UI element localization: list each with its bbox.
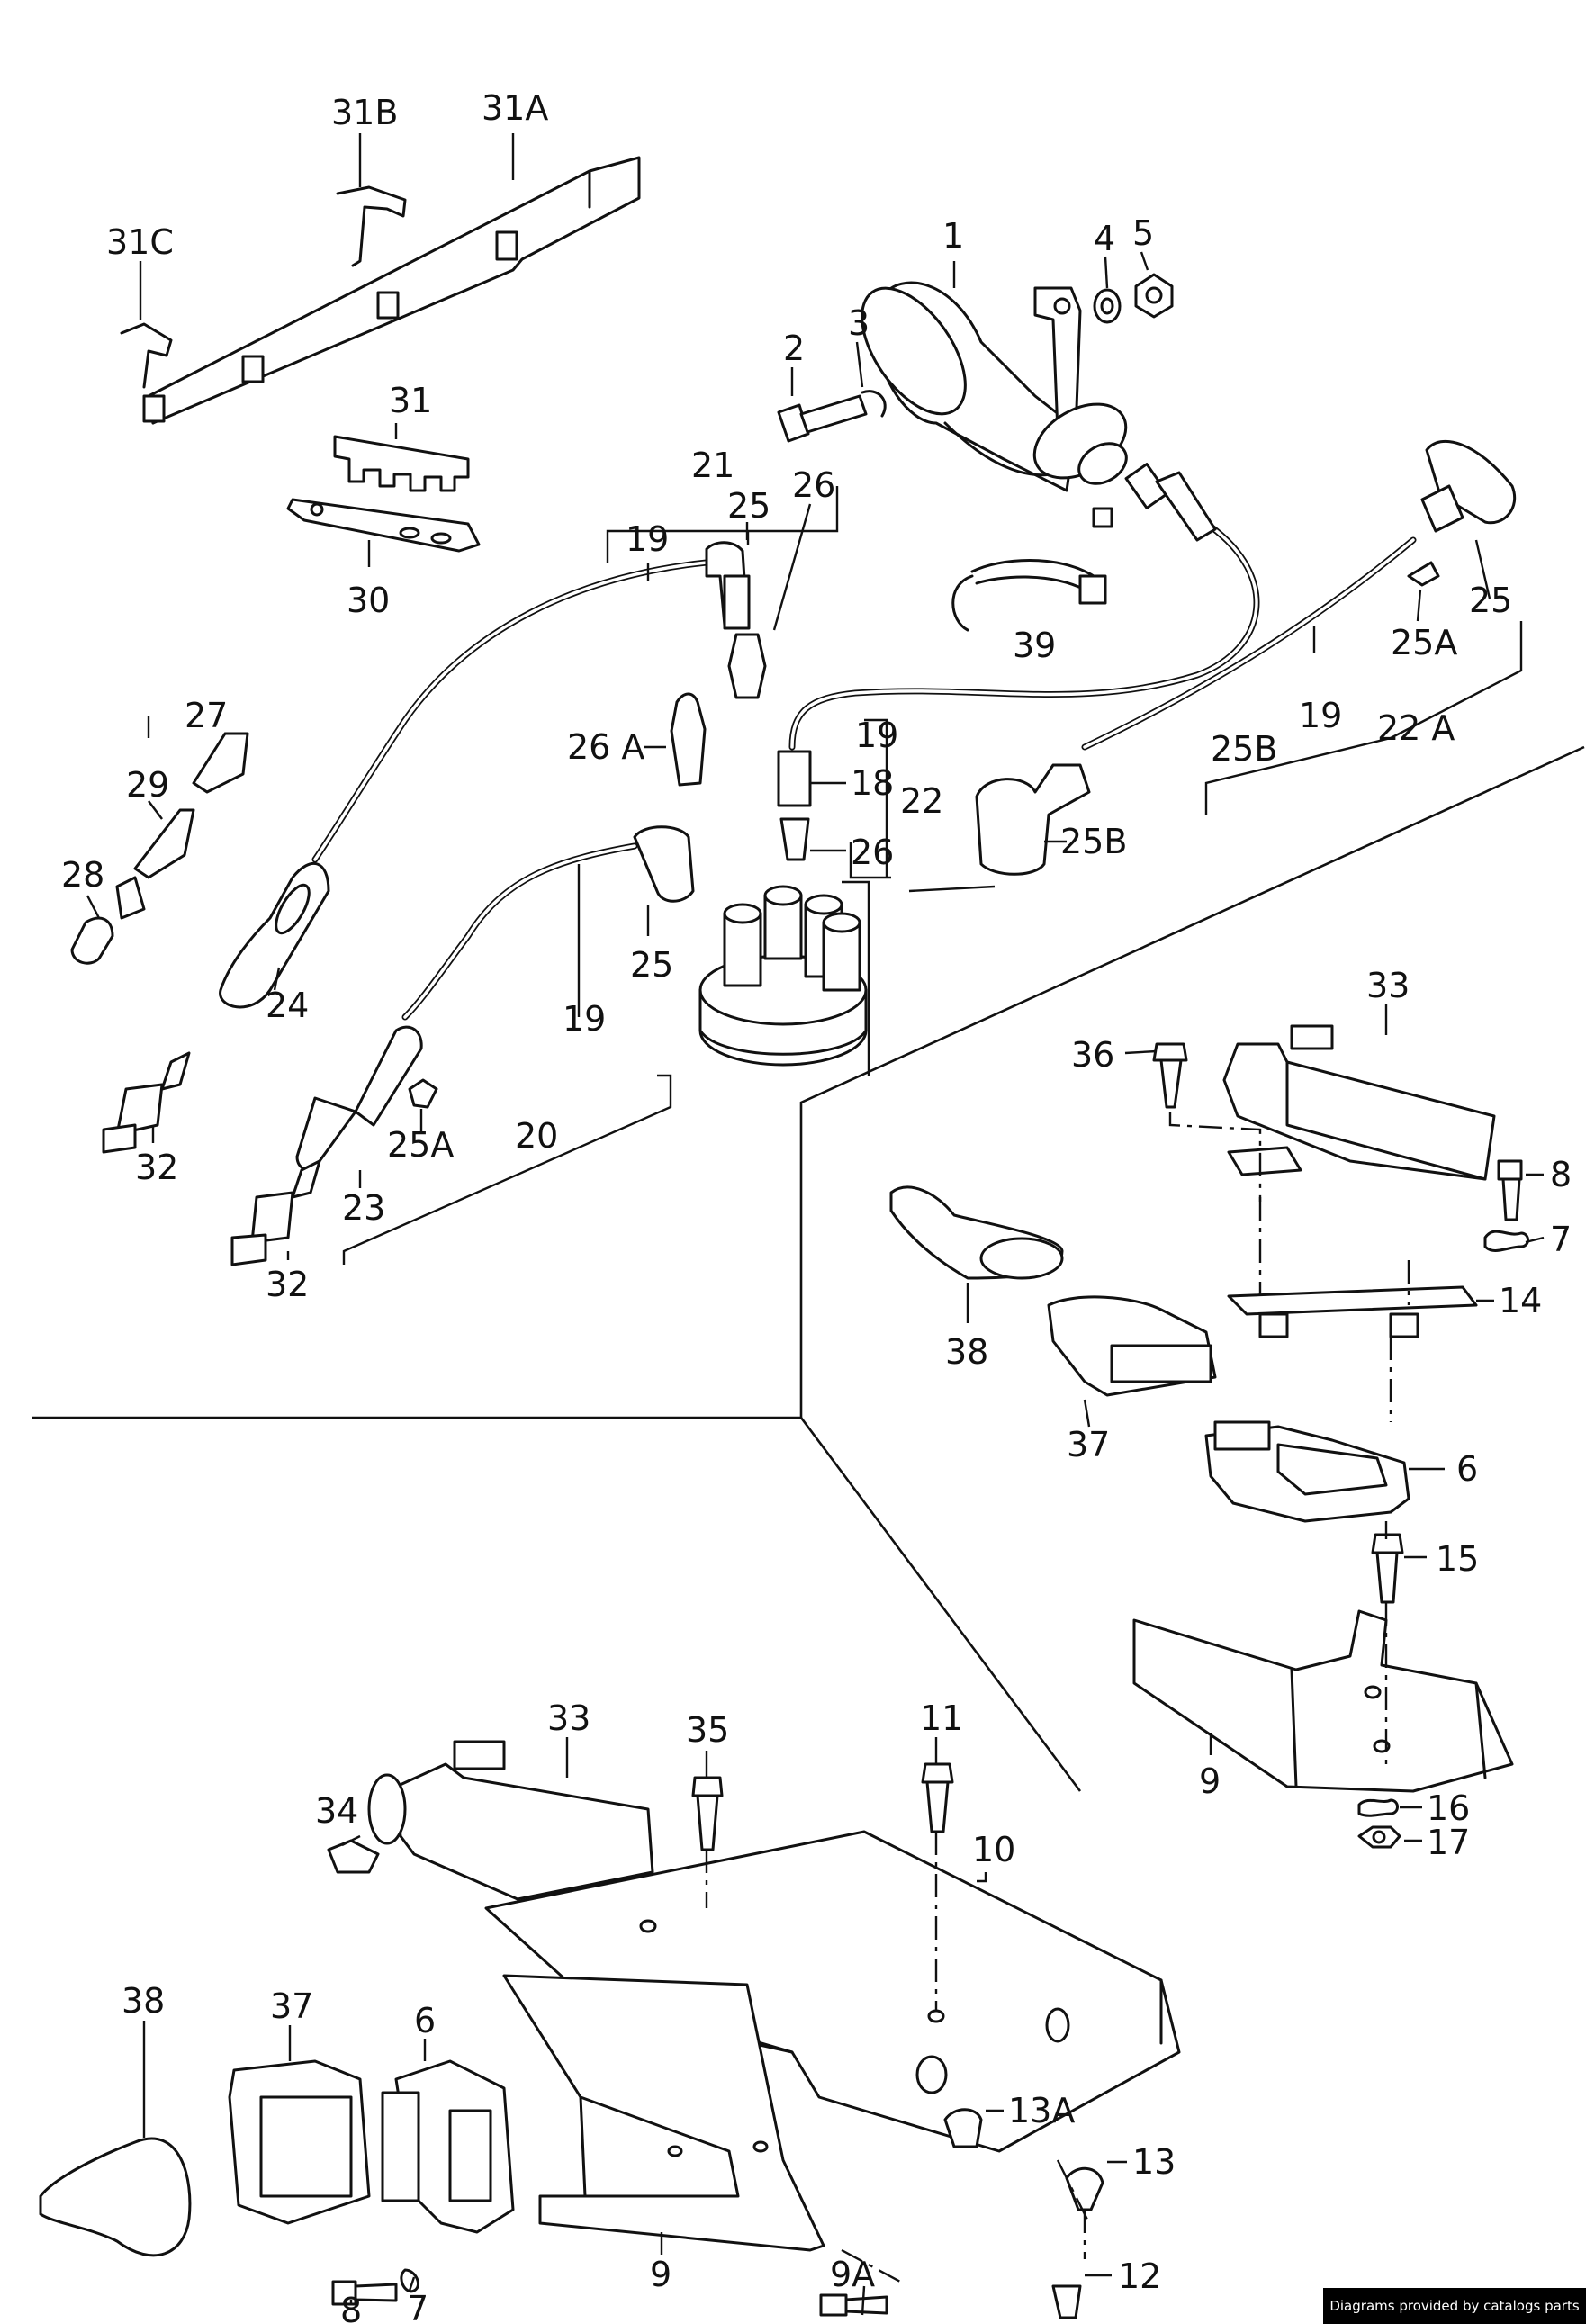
label-11: 11 (920, 1698, 963, 1738)
label-24: 24 (266, 986, 309, 1025)
label-5: 5 (1132, 213, 1154, 253)
label-28: 28 (61, 855, 104, 895)
label-19c: 19 (855, 716, 898, 755)
distributor-cap (698, 885, 868, 1067)
label-2: 2 (783, 329, 805, 368)
label-23: 23 (342, 1188, 385, 1228)
harness-rail-assembly (120, 156, 641, 425)
label-31A: 31A (482, 88, 548, 128)
leader-lines (86, 133, 1545, 2316)
label-18: 18 (851, 763, 894, 803)
label-9b: 9 (650, 2255, 671, 2294)
label-6b: 6 (414, 2001, 436, 2040)
label-35: 35 (686, 1710, 729, 1750)
label-21: 21 (691, 446, 734, 485)
distributor-caps-connectors (633, 439, 1517, 903)
label-1: 1 (942, 216, 964, 256)
spark-plug-connectors (70, 732, 423, 1266)
label-13: 13 (1132, 2142, 1176, 2182)
credit-text: Diagrams provided by catalogs parts (1329, 2298, 1580, 2314)
label-34: 34 (315, 1791, 358, 1831)
label-7b: 7 (407, 2289, 428, 2324)
label-12: 12 (1118, 2256, 1161, 2296)
control-unit-upper (889, 1024, 1529, 1849)
label-38a: 38 (945, 1332, 988, 1372)
label-25Ba: 25B (1211, 729, 1277, 769)
label-33a: 33 (1366, 966, 1410, 1005)
label-14: 14 (1499, 1281, 1542, 1320)
label-31C: 31C (106, 222, 174, 262)
label-9A: 9A (830, 2255, 875, 2294)
label-3: 3 (848, 303, 870, 343)
label-22A: 22 A (1377, 708, 1455, 748)
label-19a: 19 (626, 519, 669, 559)
label-31: 31 (389, 381, 432, 420)
label-25c: 25 (630, 945, 673, 985)
label-4: 4 (1094, 219, 1115, 258)
label-32b: 32 (266, 1265, 309, 1304)
label-9a: 9 (1199, 1761, 1221, 1801)
callout-labels: 31B 31A 31C 31 30 1 2 3 4 5 21 25 26 19 … (61, 88, 1572, 2324)
label-39: 39 (1013, 626, 1056, 665)
label-26b: 26 (851, 833, 894, 872)
mounting-strap (286, 498, 481, 553)
label-16: 16 (1427, 1788, 1470, 1828)
label-10: 10 (972, 1830, 1015, 1869)
label-20: 20 (515, 1116, 558, 1156)
credit-banner: Diagrams provided by catalogs parts (1323, 2288, 1586, 2324)
label-19b: 19 (1299, 696, 1342, 735)
wire-clips (408, 561, 1440, 1109)
label-25b: 25 (1469, 581, 1512, 620)
label-36: 36 (1071, 1035, 1114, 1075)
label-17: 17 (1427, 1823, 1470, 1862)
label-25Bb: 25B (1060, 822, 1127, 861)
ht-lead-wires (311, 523, 1417, 1021)
control-unit-lower (39, 1740, 1181, 2319)
label-25a: 25 (727, 486, 770, 526)
label-8a: 8 (1550, 1155, 1572, 1194)
label-13A: 13A (1008, 2091, 1075, 2130)
label-25Ab: 25A (387, 1125, 454, 1165)
label-19d: 19 (563, 999, 606, 1039)
label-33b: 33 (547, 1698, 590, 1738)
coil-fasteners (777, 273, 1174, 443)
label-26A: 26 A (567, 727, 644, 767)
label-22: 22 (900, 781, 943, 821)
wire-comb-clip (333, 435, 470, 492)
label-38b: 38 (122, 1981, 165, 2021)
terminal-boots (670, 633, 812, 861)
label-37a: 37 (1067, 1425, 1110, 1464)
label-8b: 8 (340, 2291, 362, 2324)
label-32a: 32 (135, 1148, 178, 1187)
label-25Aa: 25A (1391, 623, 1457, 662)
label-37b: 37 (270, 1986, 313, 2026)
label-26a: 26 (792, 465, 835, 505)
label-30: 30 (347, 581, 390, 620)
cable-clamp (951, 559, 1107, 632)
ignition-coil (861, 281, 1169, 528)
section-separators (32, 745, 1585, 1792)
label-29: 29 (126, 765, 169, 805)
label-31B: 31B (331, 93, 398, 132)
label-15: 15 (1436, 1539, 1479, 1579)
label-6a: 6 (1456, 1449, 1478, 1489)
label-27: 27 (185, 696, 228, 735)
label-7a: 7 (1550, 1220, 1572, 1259)
